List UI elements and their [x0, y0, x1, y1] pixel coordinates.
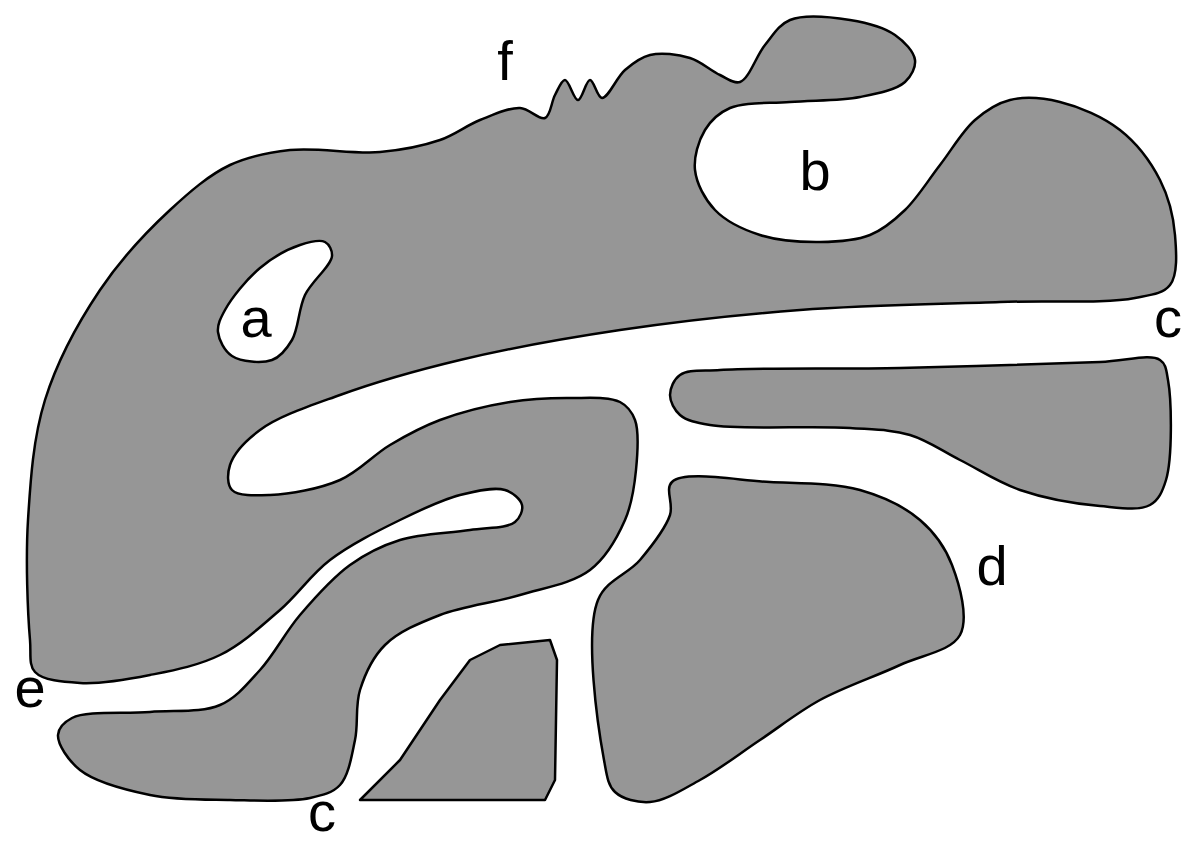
block-part [592, 476, 964, 802]
part-letter: f [497, 33, 513, 89]
part-letter: d [976, 538, 1007, 594]
part-letter: b [799, 143, 830, 199]
part-letter: c [308, 784, 336, 840]
part-letter: a [240, 290, 271, 346]
cavity [218, 241, 332, 362]
wedge-part [360, 640, 557, 800]
part-letter: e [14, 660, 45, 716]
part-letter: c [1154, 290, 1182, 346]
